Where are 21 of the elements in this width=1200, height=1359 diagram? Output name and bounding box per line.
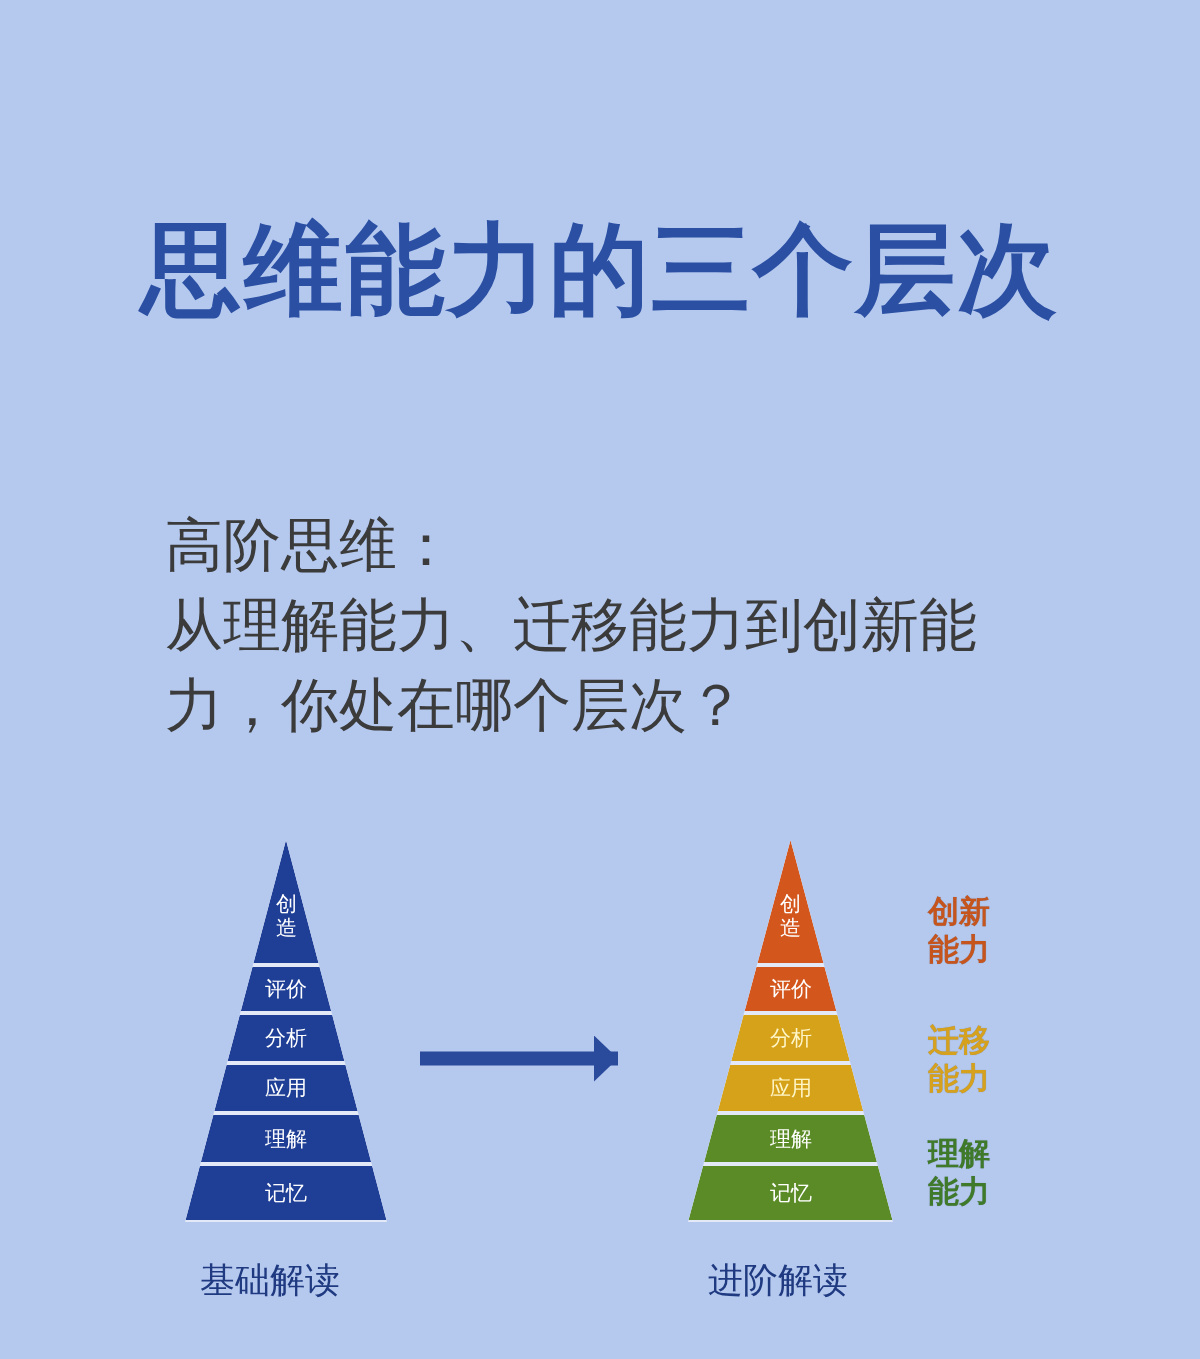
level-label: 理解能力	[928, 1134, 990, 1210]
level-label: 迁移能力	[928, 1021, 990, 1097]
tier-label: 理解	[265, 1125, 307, 1152]
question-text: 从理解能力、迁移能力到创新能力，你处在哪个层次？	[165, 590, 978, 741]
tier-label: 评价	[769, 976, 812, 1002]
tier-label: 记忆	[265, 1180, 307, 1206]
level-label: 创新能力	[928, 892, 990, 968]
arrow	[420, 1035, 618, 1082]
tier-label: 分析	[265, 1025, 307, 1051]
tier-label: 应用	[265, 1075, 307, 1101]
tier-label: 创造	[780, 893, 801, 940]
tier-label: 分析	[769, 1025, 812, 1051]
tier-label: 理解	[769, 1125, 812, 1152]
title: 思维能力的三个层次	[0, 205, 1200, 335]
tier-label: 应用	[769, 1075, 812, 1101]
tier-label: 记忆	[769, 1180, 812, 1206]
pyramid-caption: 基础解读	[200, 1259, 340, 1302]
pyramid-caption: 进阶解读	[708, 1259, 848, 1302]
tier-label: 评价	[265, 976, 307, 1002]
tier-label: 创造	[275, 893, 297, 940]
question-text: 高阶思维：	[165, 510, 456, 581]
